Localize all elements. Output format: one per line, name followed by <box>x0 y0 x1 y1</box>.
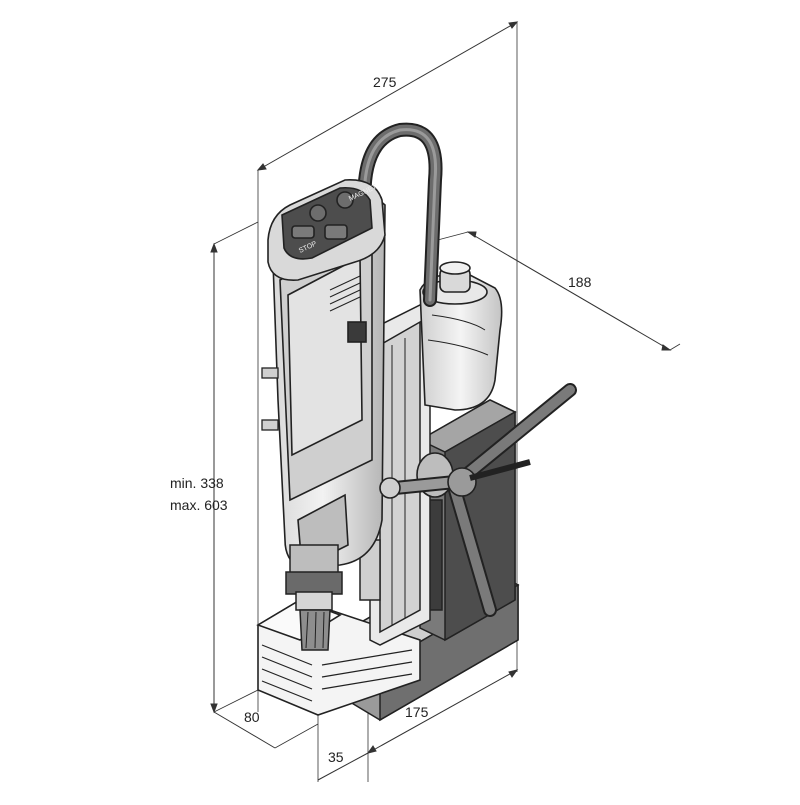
dim-depth-left: 80 <box>244 709 260 725</box>
dim-height-min: min. 338 <box>170 475 224 491</box>
dim-height-max: max. 603 <box>170 497 228 513</box>
dim-offset: 35 <box>328 749 344 765</box>
mounting-tabs <box>261 367 279 431</box>
minus-button[interactable] <box>291 225 315 239</box>
power-cable <box>357 122 443 307</box>
coolant-tank <box>419 261 503 411</box>
dim-depth-right: 188 <box>568 274 592 290</box>
label-plate <box>347 321 367 343</box>
plus-button[interactable] <box>324 224 348 240</box>
slide-column <box>359 304 431 646</box>
control-panel: MAGNET STOP <box>267 179 386 281</box>
power-button[interactable] <box>309 204 327 222</box>
dimension-lines <box>210 21 681 782</box>
dim-width-top: 275 <box>373 74 397 90</box>
feed-handles[interactable] <box>379 383 577 617</box>
speed-button[interactable] <box>336 191 354 209</box>
spindle <box>285 544 343 651</box>
dim-base-length: 175 <box>405 704 429 720</box>
